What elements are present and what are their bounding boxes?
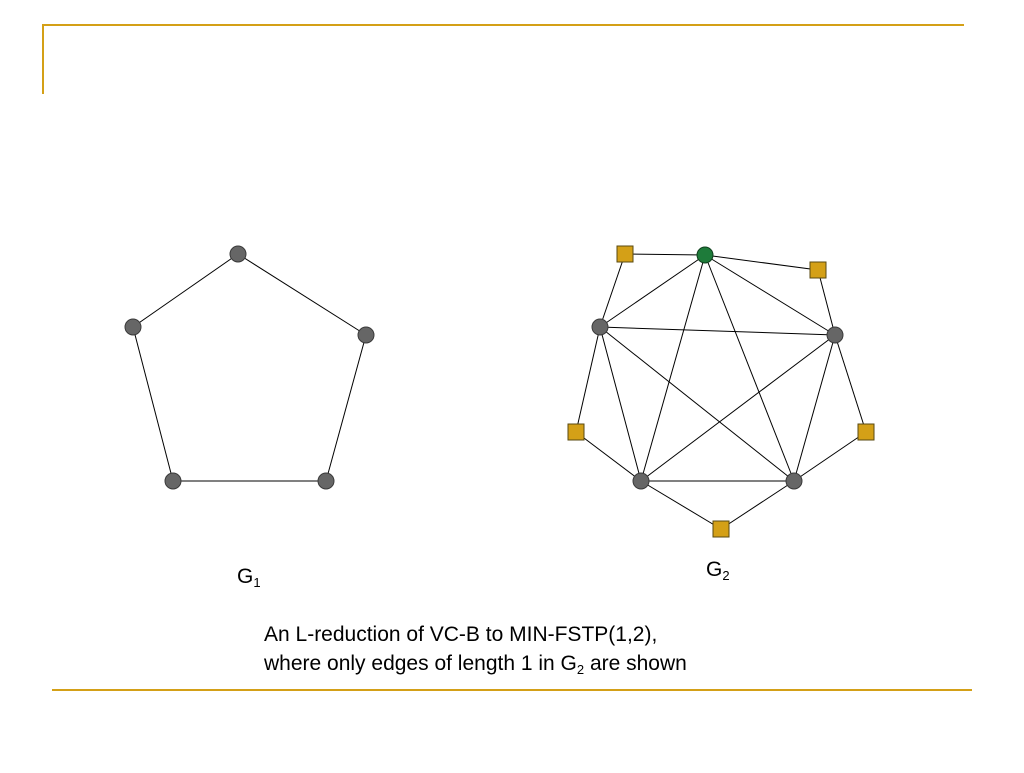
g2-node-right (826, 326, 844, 344)
figure-caption: An L-reduction of VC-B to MIN-FSTP(1,2),… (264, 620, 687, 678)
graph-g2-label-subscript: 2 (722, 568, 730, 583)
g2-node-top-highlight (696, 246, 714, 264)
g2-node-left (591, 318, 609, 336)
graph-g1-label-subscript: 1 (253, 575, 261, 590)
g1-node-a (229, 245, 247, 263)
caption-line-2-prefix: where only edges of length 1 in G (264, 652, 577, 675)
graph-g1-label-main: G (237, 565, 254, 588)
graph-g2-label-main: G (706, 558, 723, 581)
graph-g2-square-nodes (567, 245, 875, 538)
g1-edge-b-c (325, 334, 367, 482)
g2-edge (704, 254, 836, 336)
g2-edge (720, 480, 795, 530)
g2-edge (599, 253, 626, 328)
g1-node-e (124, 318, 142, 336)
g2-node-sq-bottom (712, 520, 730, 538)
graph-g2-label: G2 (706, 558, 730, 582)
g1-node-c (317, 472, 335, 490)
g2-edge (704, 254, 819, 271)
g2-edge (817, 269, 836, 336)
g2-edge (599, 254, 706, 328)
g2-node-sq-top-left (616, 245, 634, 263)
graph-g2-edges (575, 253, 867, 530)
g2-edge (640, 254, 706, 482)
graph-g2-round-nodes (591, 246, 844, 490)
g2-edge (599, 326, 642, 482)
caption-line-2-subscript: 2 (576, 662, 585, 677)
caption-line-2: where only edges of length 1 in G2 are s… (264, 649, 687, 678)
g2-edge (599, 326, 795, 482)
g2-edge (793, 431, 867, 482)
graph-g1-nodes (124, 245, 375, 490)
g1-edge-d-e (132, 326, 174, 482)
g2-edge (793, 334, 836, 482)
g2-edge (834, 334, 867, 433)
g2-edge (704, 254, 795, 482)
slide-frame (42, 24, 972, 691)
g1-edge-e-a (132, 253, 239, 328)
g2-node-sq-right (857, 423, 875, 441)
g2-edge (575, 431, 642, 482)
g1-node-b (357, 326, 375, 344)
graph-g1 (132, 253, 367, 482)
g2-node-bottom-left (632, 472, 650, 490)
g2-node-sq-top-right (809, 261, 827, 279)
g1-node-d (164, 472, 182, 490)
g2-edge (624, 253, 706, 256)
g2-edge (640, 480, 722, 530)
caption-line-1: An L-reduction of VC-B to MIN-FSTP(1,2), (264, 623, 658, 646)
g2-node-bottom-right (785, 472, 803, 490)
caption-line-2-suffix: are shown (584, 652, 687, 675)
g2-edge (599, 326, 836, 336)
g2-edge (575, 326, 601, 433)
g2-node-sq-left (567, 423, 585, 441)
g2-edge (640, 334, 836, 482)
graph-g1-label: G1 (237, 565, 261, 589)
g1-edge-a-b (237, 253, 367, 336)
